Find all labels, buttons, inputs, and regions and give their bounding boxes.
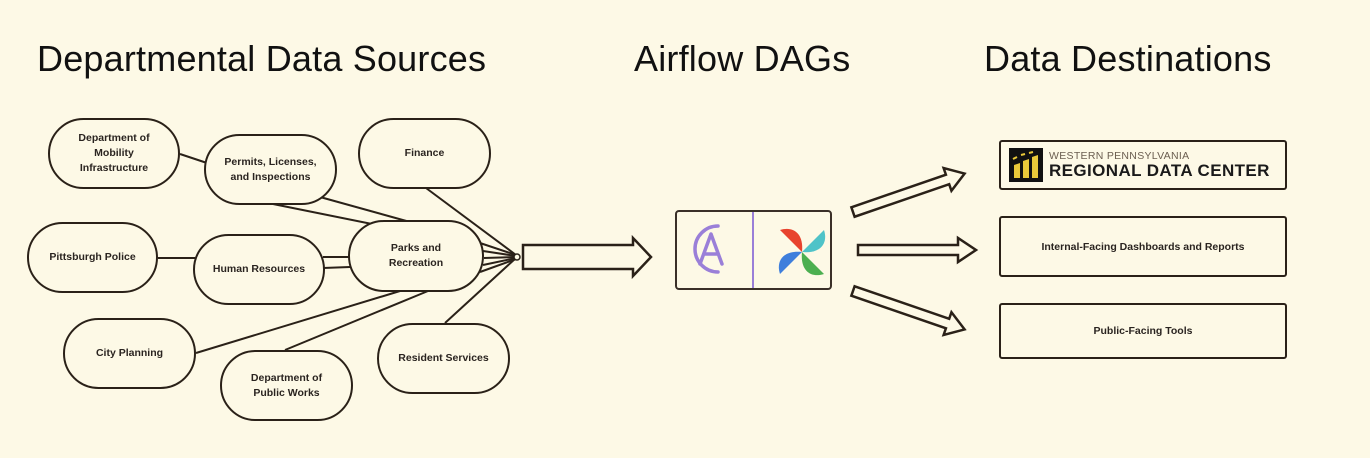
hub-node [513, 253, 521, 261]
node-pittsburgh-police: Pittsburgh Police [27, 222, 158, 293]
heading-departmental-data-sources: Departmental Data Sources [37, 38, 487, 79]
edge-planning-parks [195, 290, 401, 354]
edge-parks-hub-1 [479, 242, 517, 256]
civic-analytics-logo-icon [693, 224, 724, 274]
node-permits-licenses-inspections: Permits, Licenses, and Inspections [204, 134, 337, 205]
edge-mobility-permits [179, 153, 208, 164]
node-human-resources: Human Resources [193, 234, 325, 305]
airflow-dags-box [675, 210, 832, 290]
destination-wprdc: WESTERN PENNSYLVANIA REGIONAL DATA CENTE… [999, 140, 1287, 190]
edge-parks-hub-5 [479, 258, 517, 273]
apache-airflow-pinwheel-icon [778, 228, 826, 276]
node-resident-services: Resident Services [377, 323, 510, 394]
edge-resident-hub [444, 257, 517, 324]
edge-permits-parks-2 [319, 196, 411, 223]
edge-parks-hub-2 [482, 250, 517, 257]
edge-parks-hub-4 [482, 257, 517, 266]
edge-publicworks-parks [284, 290, 429, 351]
edge-parks-hub-3 [483, 256, 517, 259]
node-city-planning: City Planning [63, 318, 196, 389]
wprdc-line1: WESTERN PENNSYLVANIA [1049, 149, 1190, 162]
wprdc-logo-icon [1009, 148, 1043, 182]
arrow-to-wprdc [849, 166, 967, 219]
node-mobility-infrastructure: Department of Mobility Infrastructure [48, 118, 180, 189]
node-parks-and-recreation: Parks and Recreation [348, 220, 484, 292]
node-public-works: Department of Public Works [220, 350, 353, 421]
edge-finance-hub [425, 187, 517, 256]
destination-public-facing-tools: Public-Facing Tools [999, 303, 1287, 359]
heading-airflow-dags: Airflow DAGs [634, 38, 851, 79]
arrow-to-public [849, 284, 967, 337]
airflow-box-divider [752, 212, 754, 288]
wprdc-line2: REGIONAL DATA CENTER [1049, 160, 1270, 180]
edge-permits-parks-1 [272, 203, 383, 227]
node-finance: Finance [358, 118, 491, 189]
destination-internal-dashboards: Internal-Facing Dashboards and Reports [999, 216, 1287, 277]
heading-data-destinations: Data Destinations [984, 38, 1272, 79]
edge-hr-parks-2 [322, 266, 351, 269]
arrow-to-airflow [521, 234, 653, 280]
arrow-to-internal [856, 235, 979, 265]
